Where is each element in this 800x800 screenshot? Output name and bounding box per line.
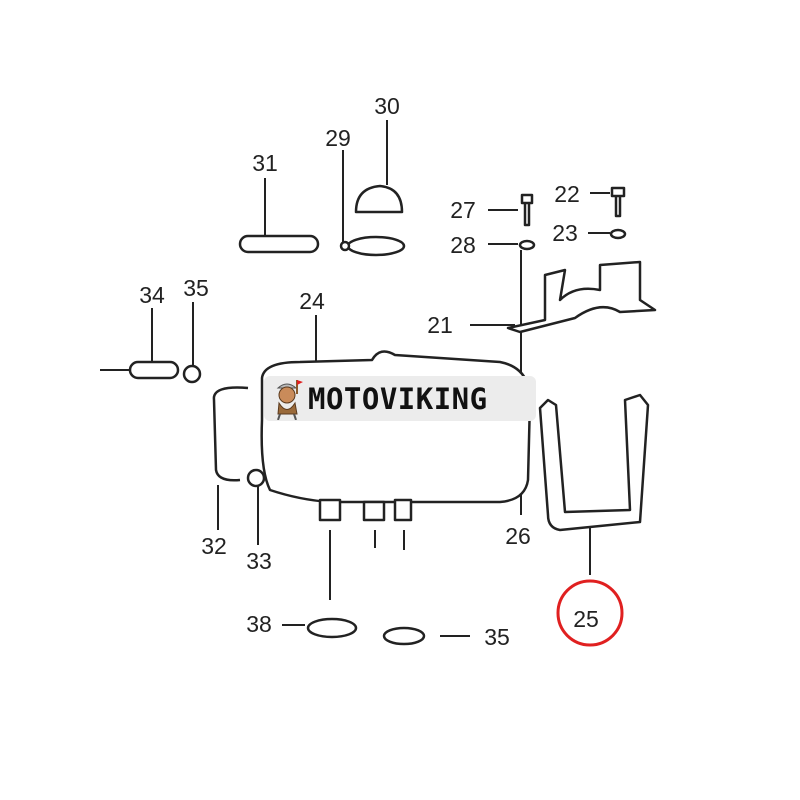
part-23-washer	[609, 228, 627, 240]
callout-35: 35	[183, 275, 209, 301]
part-35-clamp-lower	[382, 626, 426, 646]
part-38-grommet	[306, 617, 358, 639]
callout-25: 25	[573, 606, 599, 632]
leader-lines	[100, 120, 610, 637]
watermark-text: MOTOVIKING	[308, 381, 488, 416]
callout-21: 21	[427, 312, 453, 338]
callout-23: 23	[552, 220, 578, 246]
part-29-ring	[346, 235, 406, 257]
callout-33: 33	[246, 548, 272, 574]
watermark-logo: MOTOVIKING	[264, 376, 536, 421]
part-33-clamp	[246, 468, 266, 488]
part-35-clamp	[182, 364, 202, 384]
part-25-strap	[538, 393, 650, 532]
part-24-tank	[260, 350, 532, 504]
callout-24: 24	[299, 288, 325, 314]
part-30-cap	[354, 184, 404, 214]
part-shapes	[128, 184, 657, 646]
part-32-hose	[212, 386, 249, 482]
part-28-washer	[518, 239, 536, 251]
part-27-bolt	[520, 193, 534, 227]
viking-mascot-icon	[276, 380, 303, 420]
part-31-hose	[238, 234, 320, 254]
callout-32: 32	[201, 533, 227, 559]
callout-31: 31	[252, 150, 278, 176]
callout-26: 26	[505, 523, 531, 549]
callout-34: 34	[139, 282, 165, 308]
part-22-bolt	[610, 186, 626, 218]
callout-38: 38	[246, 611, 272, 637]
callout-22: 22	[554, 181, 580, 207]
part-34-hose	[128, 360, 180, 380]
callout-29: 29	[325, 125, 351, 151]
callout-28: 28	[450, 232, 476, 258]
callout-30: 30	[374, 93, 400, 119]
highlight-circle	[556, 579, 624, 647]
callout-27: 27	[450, 197, 476, 223]
callout-35-lower: 35	[484, 624, 510, 650]
part-21-bracket	[506, 260, 657, 334]
callout-labels: 30 29 31 27 22 28 23 34 35 24 21 32 33 2…	[139, 93, 599, 650]
